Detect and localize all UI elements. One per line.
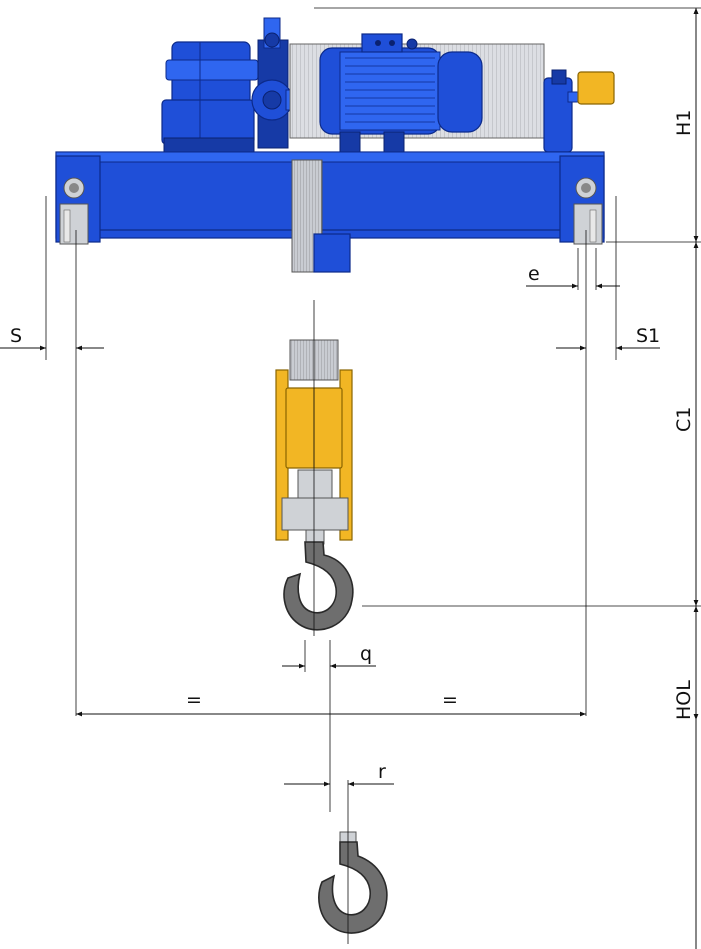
dimension-lines: [0, 7, 701, 949]
label-hol: HOL: [673, 680, 695, 720]
label-c1: C1: [673, 407, 695, 432]
drum-bearing: [543, 69, 581, 153]
trolley-wheel-left: [55, 155, 101, 245]
label-eq-left: =: [186, 689, 202, 711]
label-s1: S1: [636, 325, 660, 347]
label-h1: H1: [673, 110, 695, 136]
electric-hoist: [55, 17, 615, 273]
label-r: r: [378, 761, 386, 783]
frame-beam: [55, 151, 605, 239]
hoist-motor: [319, 33, 483, 153]
main-hook: [283, 541, 354, 631]
label-eq-right: =: [442, 689, 458, 711]
dimension-labels: H1 C1 HOL S S1 e q = = r: [10, 110, 695, 783]
trolley-wheel-right: [559, 155, 605, 245]
label-s: S: [10, 325, 22, 347]
gearbox: [161, 41, 259, 153]
label-e: e: [528, 263, 540, 285]
equalizer-sheave: [291, 159, 351, 273]
label-q: q: [360, 643, 372, 665]
limit-switch: [577, 71, 615, 105]
lower-hook: [318, 831, 388, 934]
